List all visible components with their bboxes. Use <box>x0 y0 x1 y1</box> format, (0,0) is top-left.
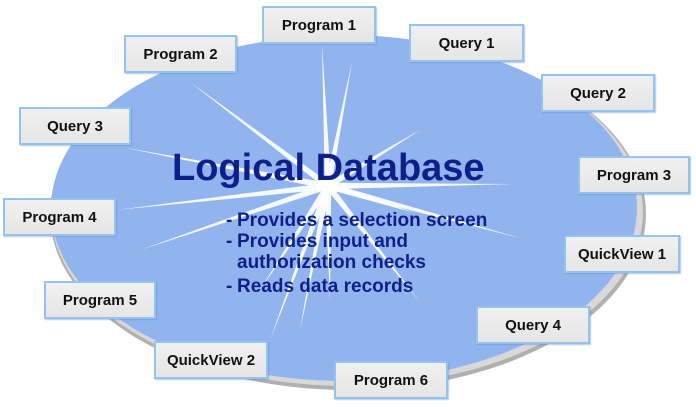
node-program-5[interactable]: Program 5 <box>44 281 156 319</box>
feature-item: - Reads data records <box>226 276 487 297</box>
node-program-2[interactable]: Program 2 <box>124 35 237 73</box>
bullet-dash: - <box>226 231 233 252</box>
starburst-ray <box>126 148 329 190</box>
starburst-ray <box>260 184 331 290</box>
feature-text: Provides a selection screen <box>237 210 488 231</box>
feature-text: Reads data records <box>237 276 414 297</box>
starburst-center <box>321 179 335 193</box>
node-query-2[interactable]: Query 2 <box>541 74 655 112</box>
feature-text-line: authorization checks <box>237 252 426 273</box>
feature-item: - Provides a selection screen <box>226 210 487 231</box>
node-program-1[interactable]: Program 1 <box>262 6 376 44</box>
node-query-3[interactable]: Query 3 <box>19 107 131 145</box>
starburst-ray <box>324 62 352 187</box>
starburst-ray <box>327 182 520 238</box>
starburst-ray <box>327 182 512 190</box>
node-quickview-2[interactable]: QuickView 2 <box>154 341 268 379</box>
bullet-dash: - <box>226 276 233 297</box>
bullet-dash: - <box>226 210 233 231</box>
node-program-4[interactable]: Program 4 <box>3 198 116 236</box>
starburst-ray <box>140 182 330 250</box>
diagram-title: Logical Database <box>172 147 485 189</box>
starburst-ray <box>322 44 332 187</box>
starburst-ray <box>300 185 332 330</box>
starburst-ray <box>324 185 332 300</box>
starburst-ray <box>326 130 420 189</box>
node-quickview-1[interactable]: QuickView 1 <box>564 235 680 273</box>
starburst-ray <box>190 82 330 189</box>
starburst-ray <box>270 184 331 340</box>
node-query-1[interactable]: Query 1 <box>409 24 524 62</box>
feature-item: - Provides input and authorization check… <box>226 231 487 273</box>
starburst-ray <box>325 184 420 302</box>
node-query-4[interactable]: Query 4 <box>476 306 590 344</box>
node-program-6[interactable]: Program 6 <box>334 361 448 399</box>
starburst-rays <box>116 44 520 340</box>
starburst-ray <box>116 182 329 210</box>
feature-text-line: Provides input and <box>237 231 409 252</box>
node-program-3[interactable]: Program 3 <box>578 156 690 194</box>
feature-text: Provides input and authorization checks <box>237 231 426 273</box>
starburst-ray <box>327 182 415 213</box>
feature-list: - Provides a selection screen - Provides… <box>226 210 487 297</box>
